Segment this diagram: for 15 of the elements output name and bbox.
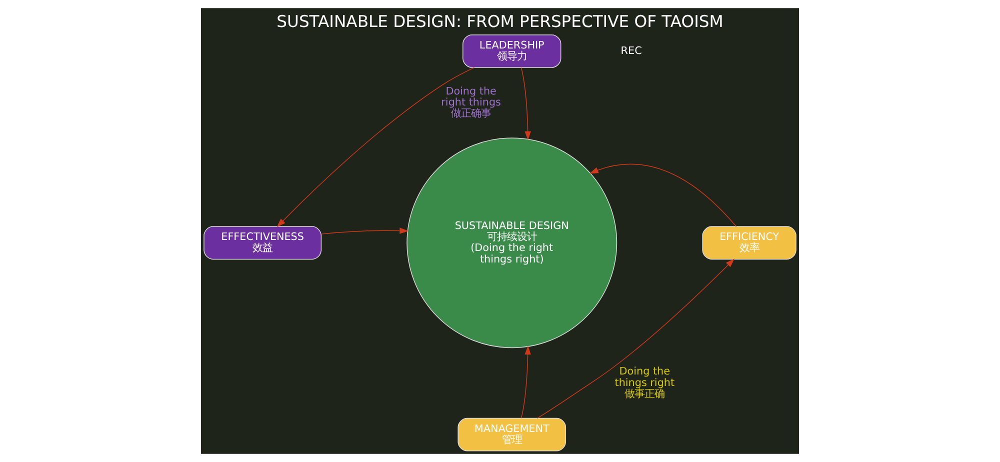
node-box: MANAGEMENT 管理 bbox=[458, 418, 566, 452]
arrow bbox=[537, 258, 734, 419]
node-box: EFFICIENCY 效率 bbox=[702, 226, 796, 260]
arrow bbox=[520, 67, 531, 140]
node-box: EFFECTIVENESS 效益 bbox=[204, 226, 322, 260]
arrow bbox=[589, 164, 737, 227]
arrow bbox=[320, 228, 409, 234]
diagram-title: SUSTAINABLE DESIGN: FROM PERSPECTIVE OF TAOISM bbox=[276, 12, 724, 32]
node-circle: SUSTAINABLE DESIGN 可持续设计 (Doing the right things right) bbox=[406, 138, 618, 348]
node-box: LEADERSHIP 领导力 bbox=[462, 34, 562, 68]
edge-label: Doing the right things 做正确事 bbox=[441, 85, 501, 120]
edge-label: Doing the things right 做事正确 bbox=[614, 366, 675, 400]
label: REC bbox=[620, 44, 642, 57]
arrow bbox=[520, 346, 531, 418]
arrow bbox=[276, 67, 475, 228]
